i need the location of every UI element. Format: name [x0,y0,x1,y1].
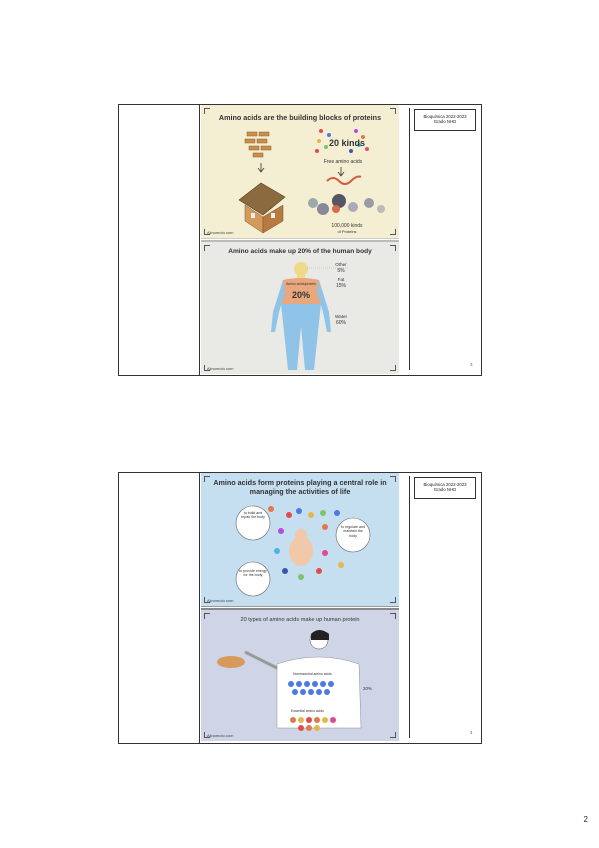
brand-text: Ajinomoto.com [207,598,234,603]
water-value: 60% [335,320,346,326]
panel-title: Amino acids form proteins playing a cent… [213,478,387,496]
essential-label: Essential amino acids [291,709,324,713]
course-degree: Grado NHD [433,487,457,493]
bubble-build: to build and repair the body [241,511,265,520]
building-blocks-panel: Amino acids are the building blocks of p… [201,105,399,239]
panel-title: Amino acids are the building blocks of p… [218,113,382,122]
protein-label: Amino acids/protein [286,282,316,286]
amino-acid-dots [268,506,344,580]
side-column [409,108,477,370]
essential-aa-dots [290,717,336,731]
fat-label: Fat [337,277,345,282]
activities-illustration [235,505,371,597]
notes-column [119,473,200,743]
slide-3: Amino acids are the building blocks of p… [118,104,482,376]
course-label: Bioquímica 2022-2023 Grado NHD [414,109,476,131]
free-amino-label: Free amino acids [323,159,363,165]
slide-4: Amino acids form proteins playing a cent… [118,472,482,744]
human-amino-acids-figure [217,630,362,731]
course-title: Bioquímica 2022-2023 [423,114,467,119]
amino-acid-dots [315,129,369,153]
fat-value: 15% [335,283,346,289]
building-illustration [238,129,385,234]
slide-number: 3 [470,362,473,367]
course-label: Bioquímica 2022-2023 Grado NHD [414,477,476,499]
panel-title: 20 types of amino acids make up human pr… [240,617,360,623]
bricks-icon [244,131,272,158]
protein-chain-illustration [308,175,385,215]
proteins-label: of Proteins [337,229,357,234]
notes-column [119,105,200,375]
proteins-count-label: 100,000 kinds [331,223,363,229]
page-number: 2 [583,815,588,824]
course-degree: Grado NHD [433,119,457,125]
twenty-amino-acids-panel: 20 types of amino acids make up human pr… [201,608,399,741]
brand-text: Ajinomoto.com [207,366,234,371]
activities-of-life-panel: Amino acids form proteins playing a cent… [201,473,399,607]
brand-text: Ajinomoto.com [207,230,234,235]
count-label: 20 kinds [329,138,366,148]
bubble-energy: to provide energy for the body [239,569,267,578]
body-composition-panel: Amino acids make up 20% of the human bod… [201,240,399,374]
brand-text: Ajinomoto.com [207,733,234,738]
side-column [409,476,477,738]
nonessential-aa-dots [288,681,334,695]
bubble-regulate: to regulate and maintain the body [341,525,365,538]
other-label: Other [335,262,347,267]
panel-title: Amino acids make up 20% of the human bod… [228,248,372,255]
nonessential-label: Nonessential amino acids [293,672,332,676]
body-percentage: 20% [363,686,372,691]
slide-number: 4 [470,730,473,735]
protein-value: 20% [291,290,310,300]
other-value: 5% [337,268,345,274]
house-icon [238,182,286,234]
human-body-figure [271,262,349,370]
course-title: Bioquímica 2022-2023 [423,482,467,487]
water-label: Water [334,314,348,319]
